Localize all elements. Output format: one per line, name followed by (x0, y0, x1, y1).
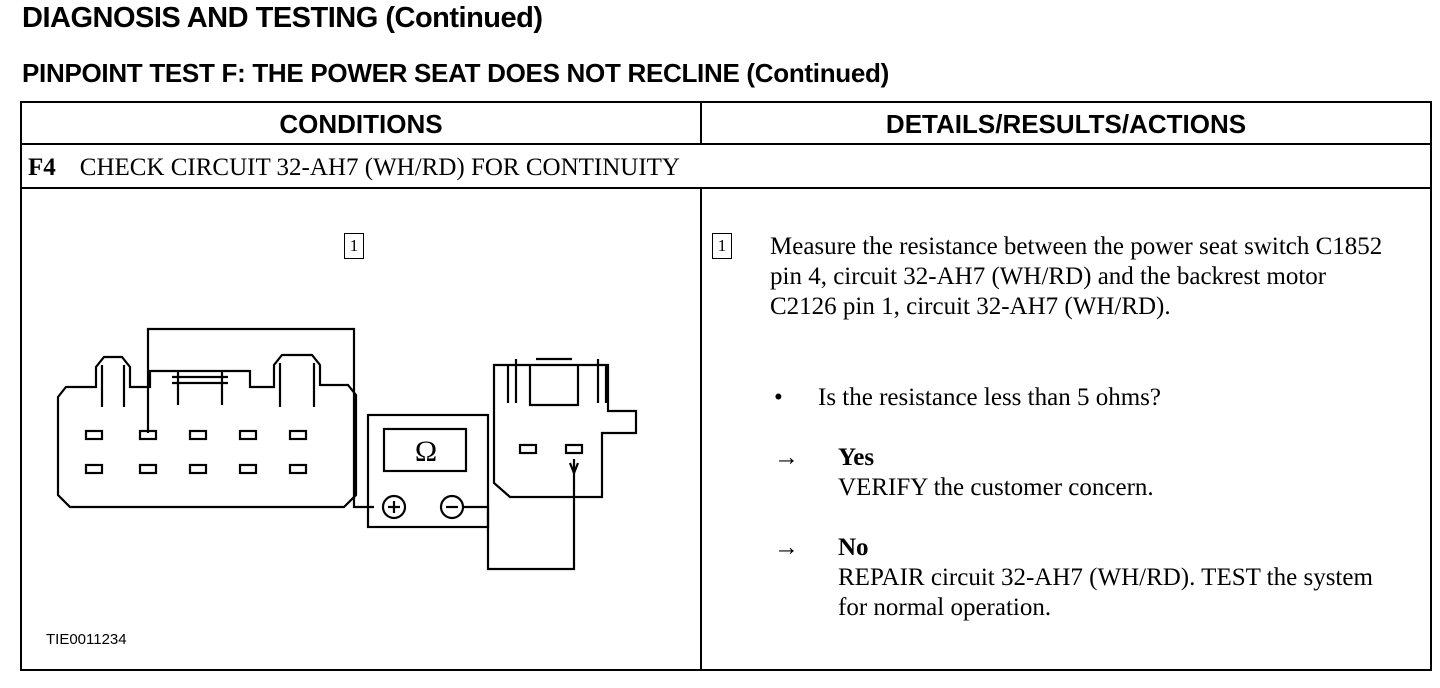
no-label: No (838, 534, 869, 561)
positive-test-lead (146, 327, 374, 509)
pinpoint-test-table: CONDITIONS DETAILS/RESULTS/ACTIONS F4 CHE… (20, 101, 1432, 671)
page-title: DIAGNOSIS AND TESTING (Continued) (22, 2, 543, 34)
positive-terminal (381, 494, 407, 520)
body-divider (700, 187, 702, 671)
no-action: REPAIR circuit 32-AH7 (WH/RD). TEST the … (838, 564, 1373, 621)
yes-arrow-icon: → (774, 444, 799, 471)
column-header-conditions: CONDITIONS (279, 109, 443, 139)
header-divider (700, 103, 702, 145)
step-title: CHECK CIRCUIT 32-AH7 (WH/RD) FOR CONTINU… (79, 154, 680, 181)
step-row: F4 CHECK CIRCUIT 32-AH7 (WH/RD) FOR CONTI… (28, 148, 680, 188)
ohmmeter-display (382, 427, 468, 473)
column-header-details: DETAILS/RESULTS/ACTIONS (885, 109, 1247, 139)
pinpoint-test-title: PINPOINT TEST F: THE POWER SEAT DOES NOT… (22, 58, 889, 88)
negative-test-lead (463, 459, 576, 571)
yes-action: VERIFY the customer concern. (838, 474, 1154, 501)
no-arrow-icon: → (774, 534, 799, 561)
ohmmeter (366, 413, 490, 529)
step-number: F4 (28, 154, 56, 181)
backrest-motor-connector (492, 363, 638, 499)
condition-callout-box: 1 (344, 233, 364, 259)
yes-label: Yes (838, 444, 875, 471)
measurement-instruction: Measure the resistance between the power… (770, 233, 1383, 320)
continuity-test-diagram: Ω (56, 327, 638, 571)
header-rule (22, 143, 1430, 145)
step-rule (22, 187, 1430, 189)
bullet: • (774, 384, 783, 411)
resistance-question: Is the resistance less than 5 ohms? (818, 384, 1161, 411)
ohm-symbol: Ω (415, 435, 437, 468)
seat-switch-connector (56, 353, 358, 509)
figure-caption: TIE0011234 (46, 631, 127, 648)
detail-callout-box: 1 (712, 233, 732, 259)
